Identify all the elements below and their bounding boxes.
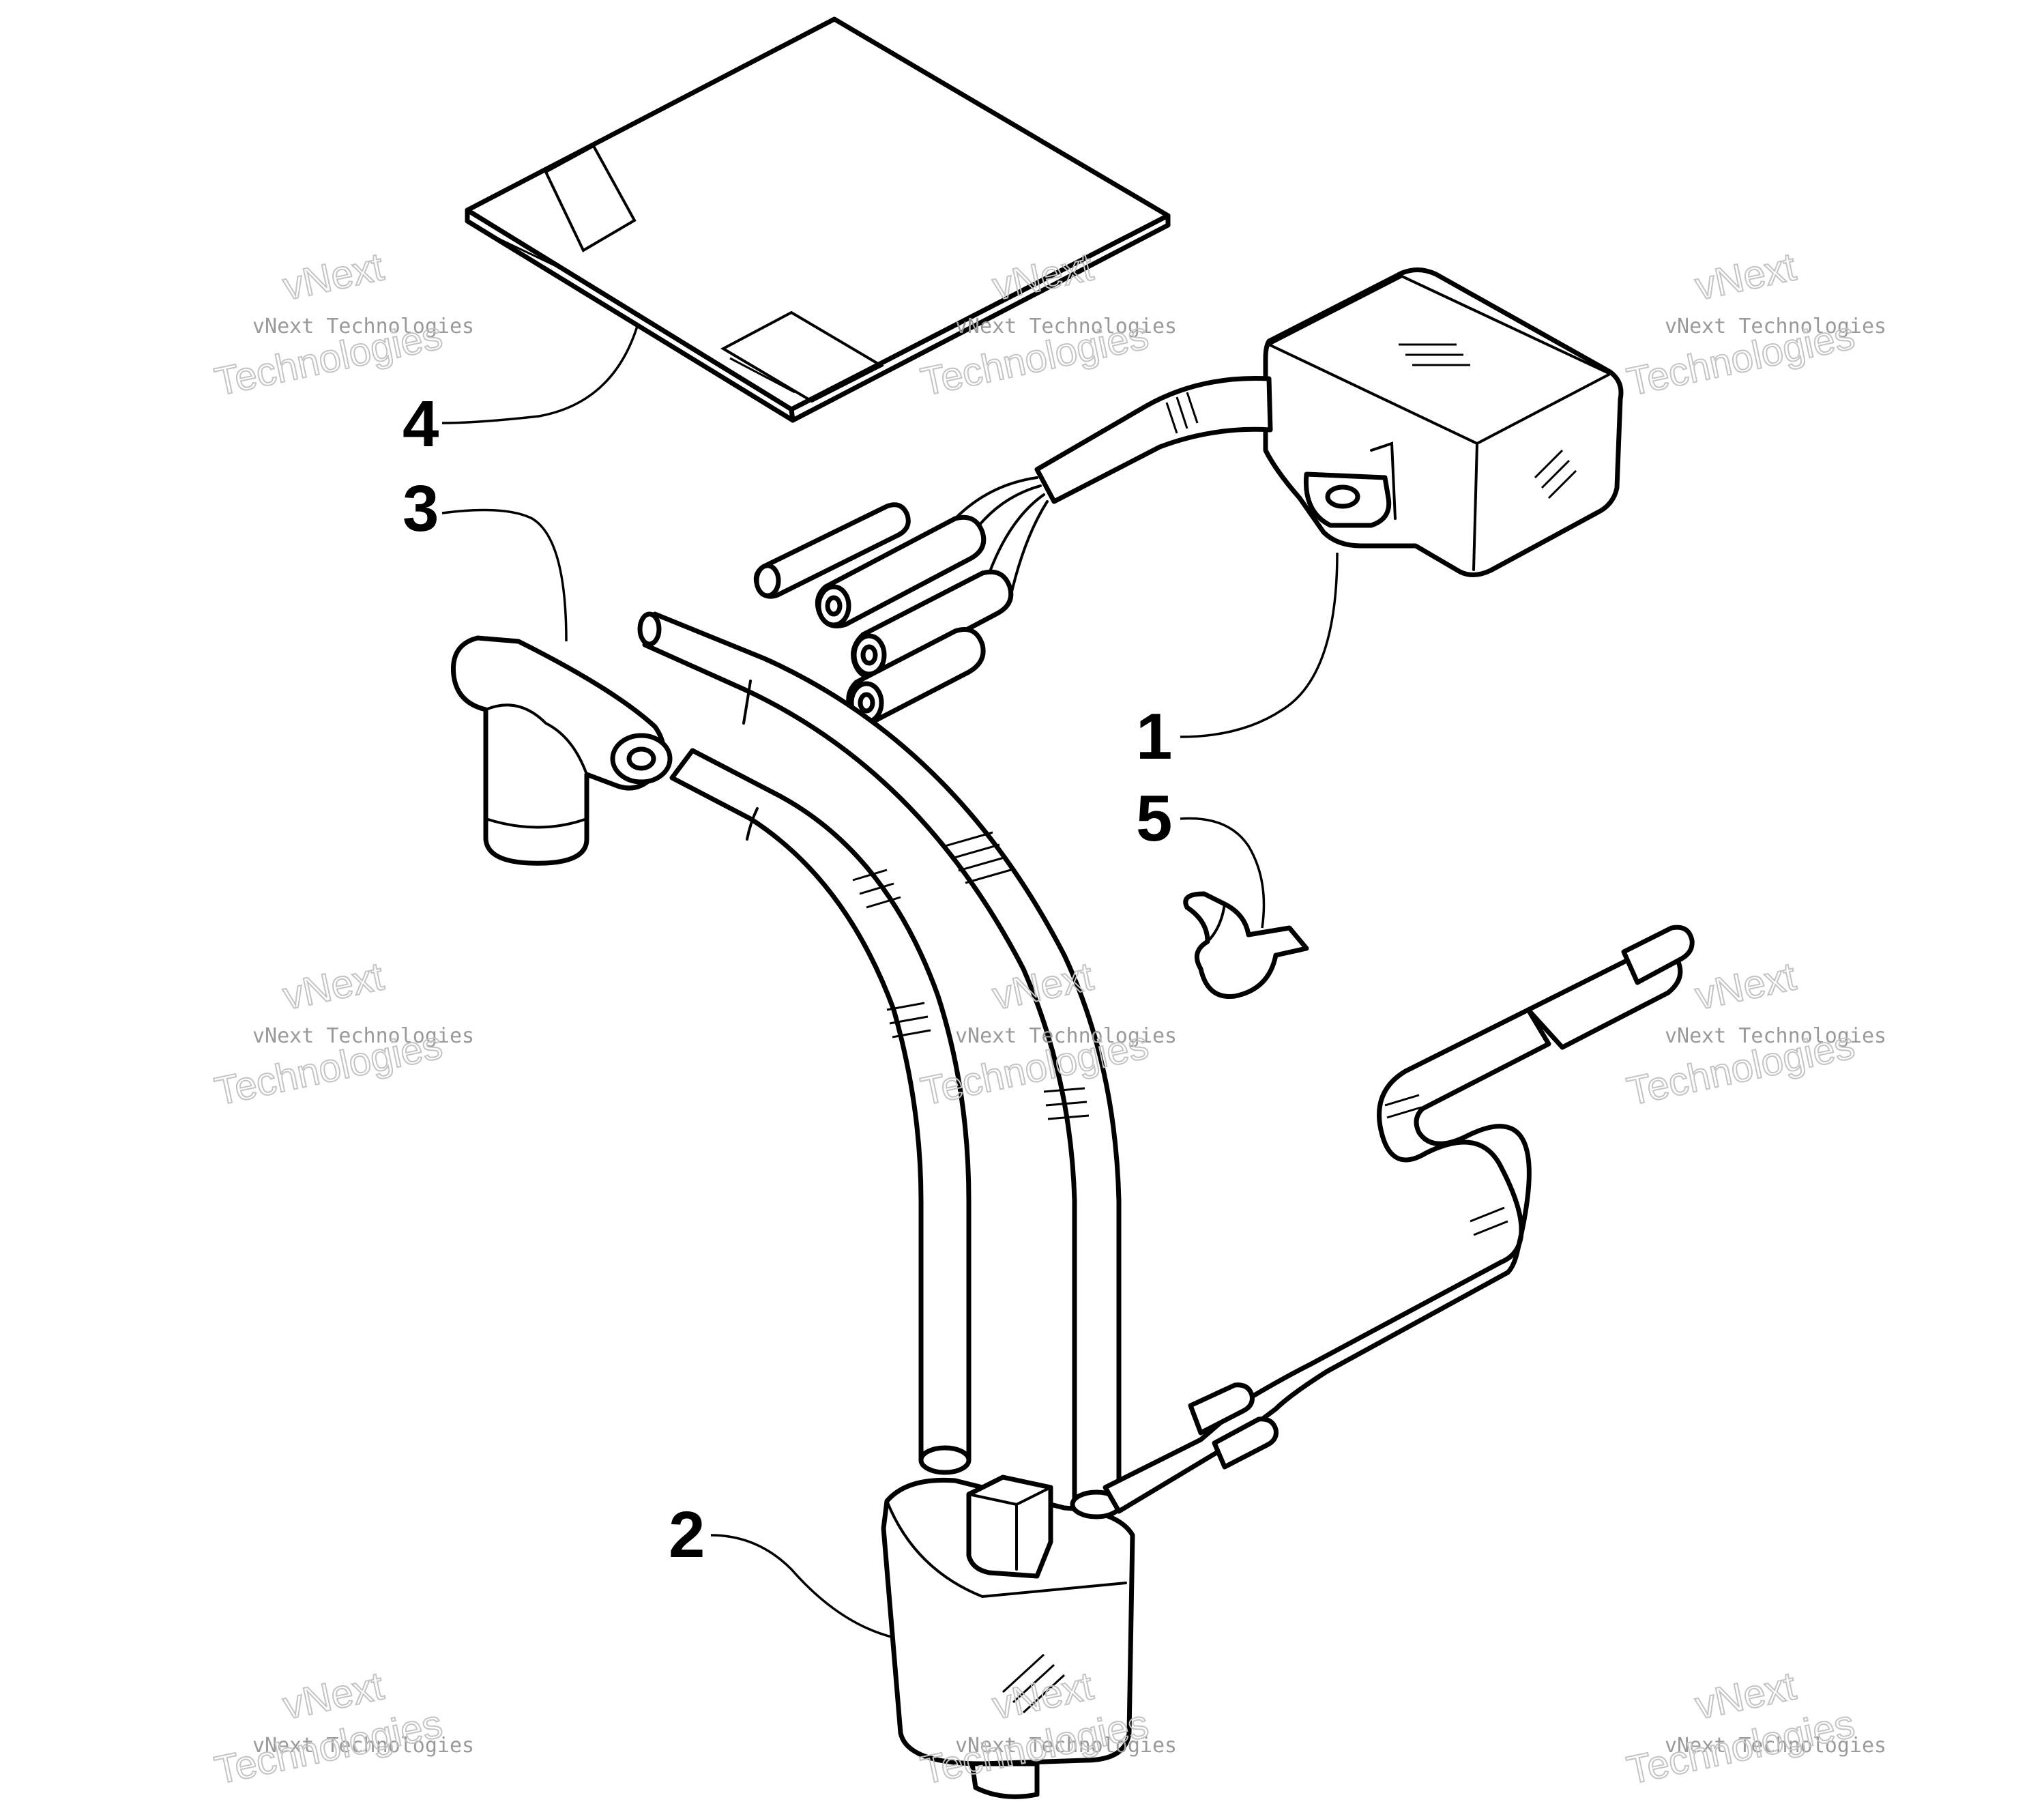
callout-numbers: 1 2 3 4 5: [403, 388, 1172, 1571]
watermark-row1-left: vNext vNext Technologies Technologies: [210, 244, 474, 405]
watermark-row3-right: vNext vNext Technologies Technologies: [1622, 1663, 1886, 1793]
svg-text:vNext Technologies: vNext Technologies: [955, 1024, 1177, 1048]
svg-text:vNext: vNext: [1691, 954, 1800, 1018]
svg-text:vNext Technologies: vNext Technologies: [1665, 1734, 1886, 1758]
part-2-ignition-coil: [637, 611, 1695, 1799]
svg-text:vNext: vNext: [1691, 244, 1800, 308]
svg-text:vNext Technologies: vNext Technologies: [1665, 315, 1886, 338]
svg-text:vNext Technologies: vNext Technologies: [1665, 1024, 1886, 1048]
watermark-row3-left: vNext vNext Technologies Technologies: [210, 1663, 474, 1793]
svg-text:vNext: vNext: [279, 244, 388, 308]
watermark-row2-mid: vNext vNext Technologies Technologies: [916, 953, 1177, 1114]
part-3-plug-cap: [450, 635, 673, 866]
svg-text:vNext Technologies: vNext Technologies: [955, 315, 1177, 338]
part-5-clip: [1183, 891, 1309, 999]
svg-text:vNext Technologies: vNext Technologies: [955, 1734, 1177, 1758]
svg-text:vNext: vNext: [279, 954, 388, 1018]
part-4-pad: [465, 16, 1171, 423]
callout-5: 5: [1136, 782, 1172, 855]
callout-1: 1: [1136, 700, 1172, 773]
lead-hatch: [852, 831, 1090, 1120]
svg-text:vNext Technologies: vNext Technologies: [252, 315, 474, 338]
callout-2: 2: [669, 1498, 705, 1571]
svg-text:vNext Technologies: vNext Technologies: [252, 1734, 474, 1758]
leader-lines: [441, 323, 1339, 1639]
part-1-cdi-box: [753, 267, 1624, 725]
watermark-row2-left: vNext vNext Technologies Technologies: [210, 953, 474, 1114]
callout-3: 3: [403, 472, 439, 545]
callout-4: 4: [403, 388, 439, 461]
svg-text:vNext Technologies: vNext Technologies: [252, 1024, 474, 1048]
watermark-row1-right: vNext vNext Technologies Technologies: [1622, 244, 1886, 405]
